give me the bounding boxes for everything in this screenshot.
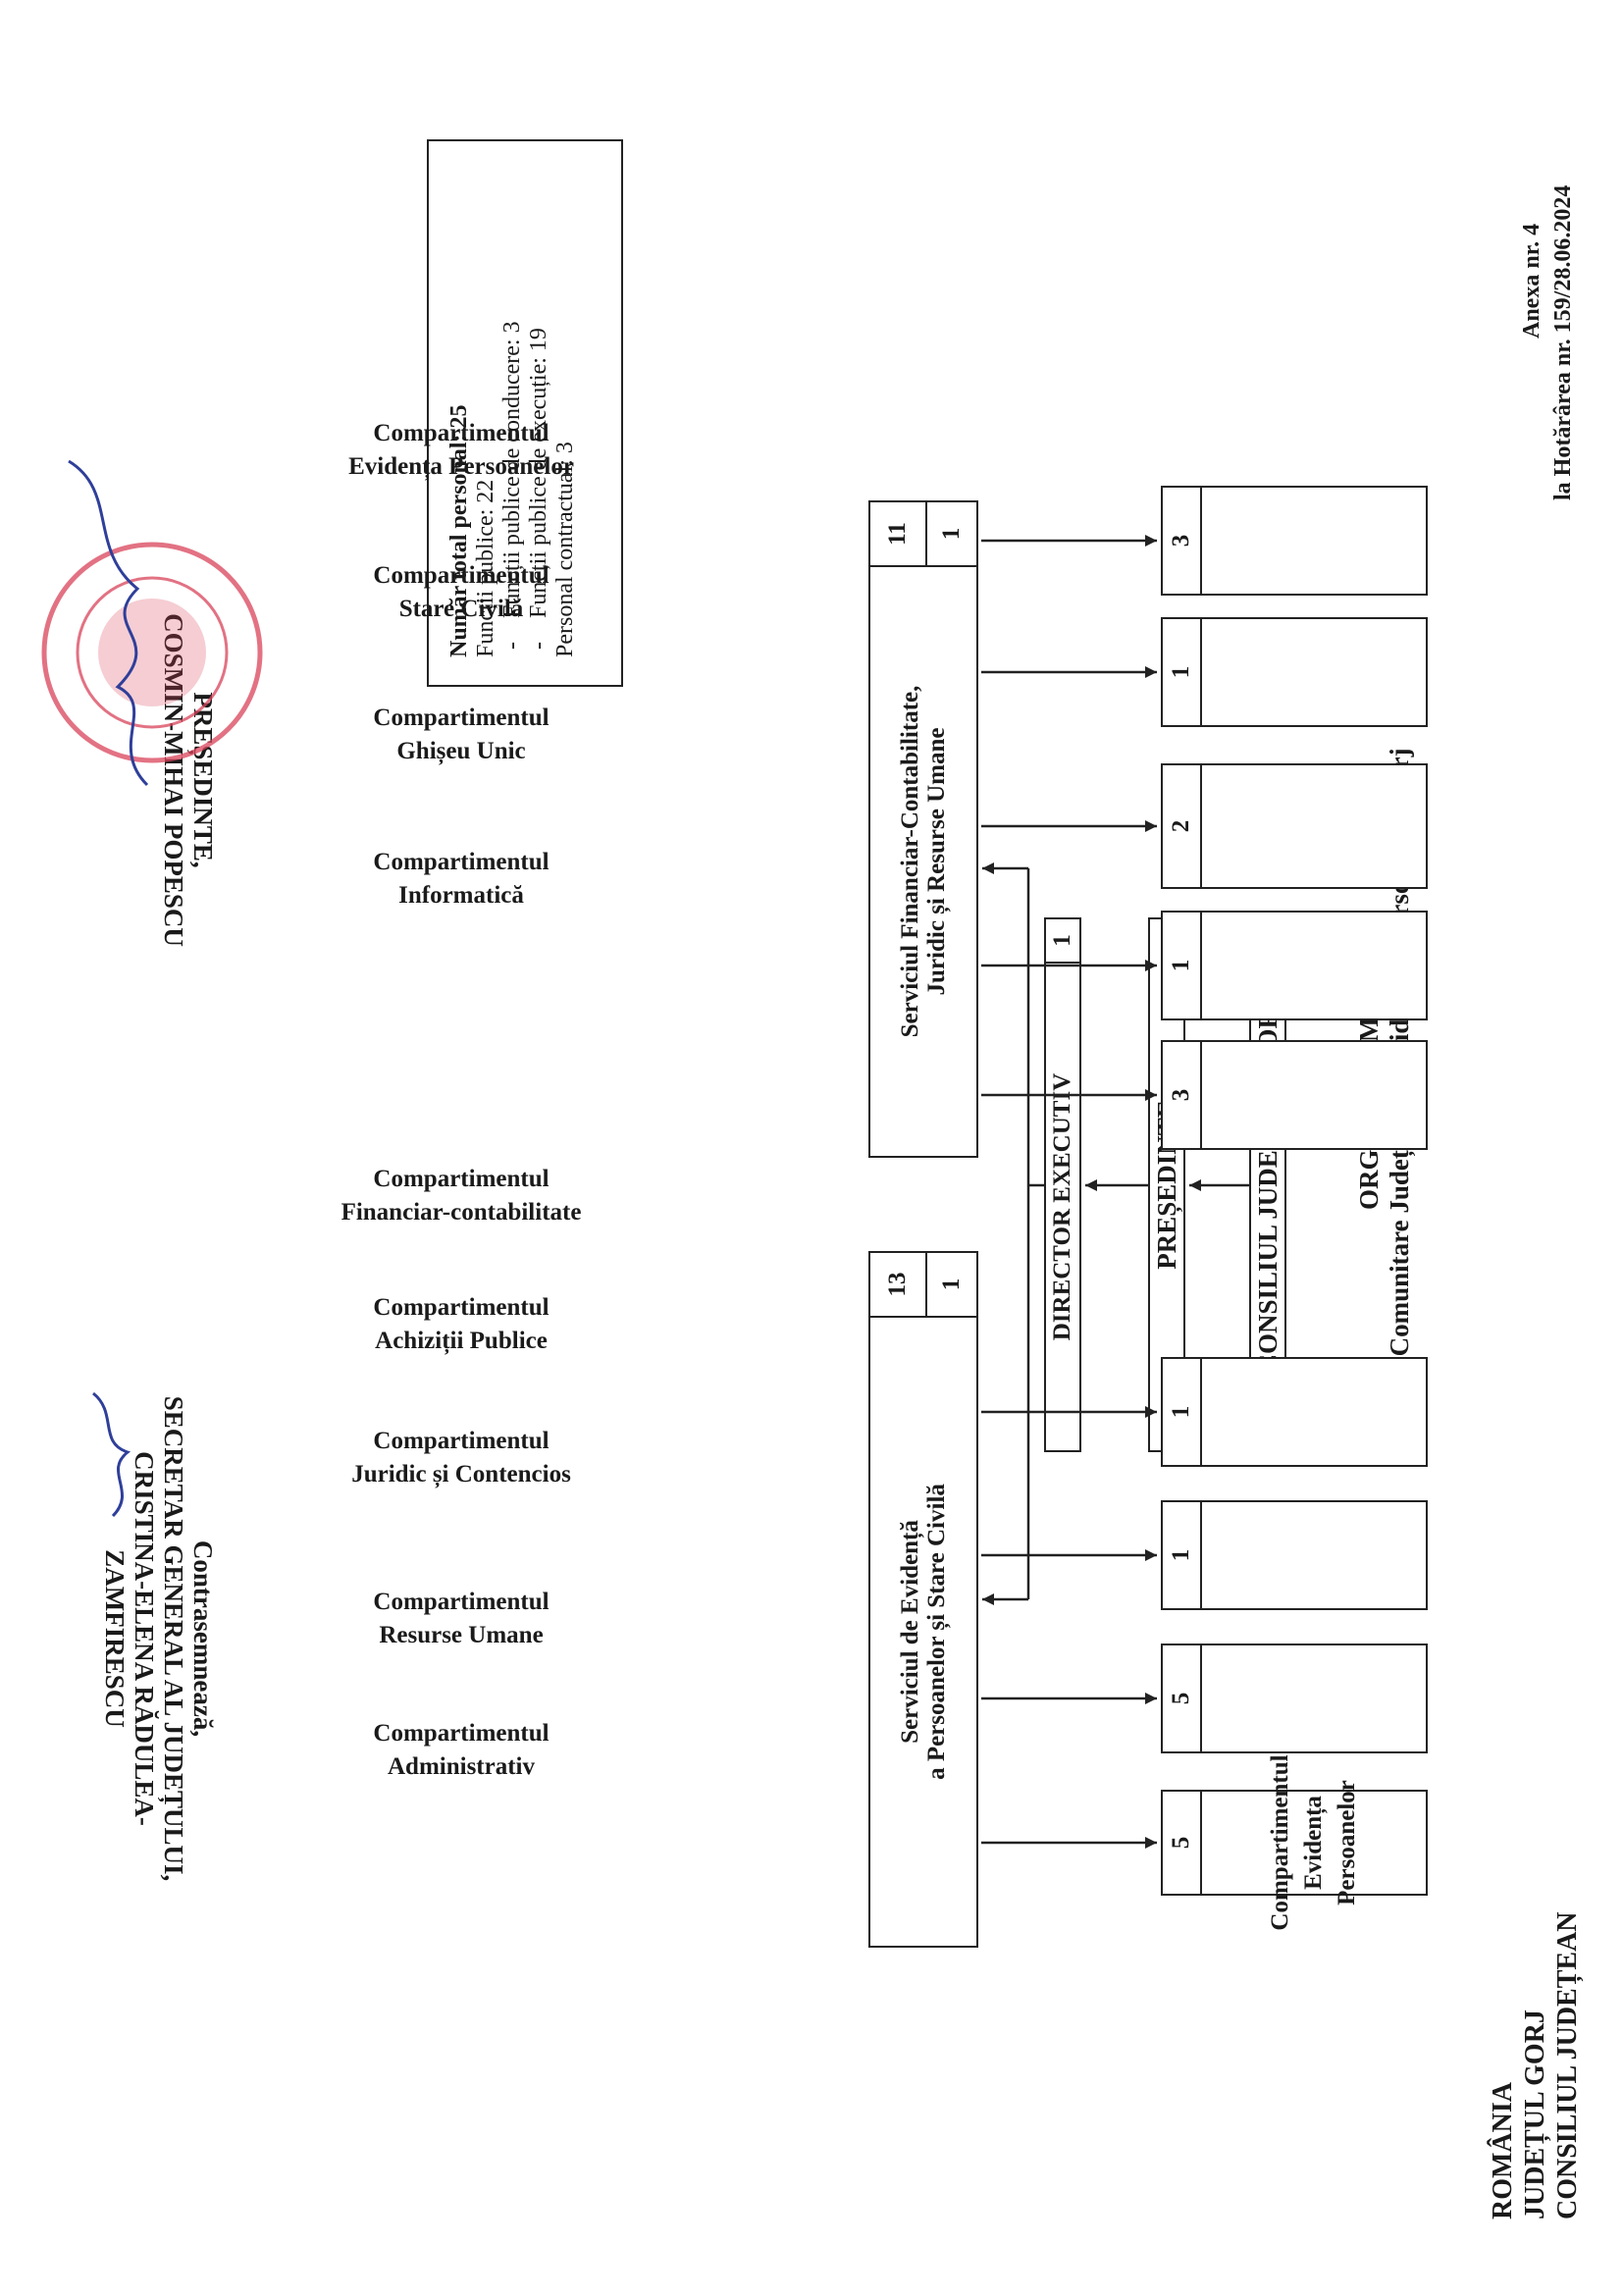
department-line1: Compartimentul: [373, 420, 550, 446]
department-line1: Compartimentul: [373, 1428, 550, 1454]
department-line2: Informatică: [398, 882, 524, 909]
department-label-achizitii: Compartimentul Achiziții Publice: [289, 1291, 633, 1358]
seal-inner-ring: [76, 576, 229, 729]
department-line2: Administrativ: [388, 1753, 535, 1780]
department-line1: Compartimentul: [373, 704, 550, 731]
department-label-informatica: Compartimentul Informatică: [289, 846, 633, 913]
department-label-stare-civila: Compartimentul Stare Civilă: [289, 559, 633, 626]
department-line1: Compartimentul: [373, 562, 550, 589]
department-label-resurse-umane: Compartimentul Resurse Umane: [289, 1586, 633, 1652]
department-label-evidenta-persoanelor-upright: Compartimentul Evidența Persoanelor: [289, 417, 633, 484]
department-line2: Resurse Umane: [379, 1622, 544, 1648]
secretary-signature-scribble: [92, 1391, 131, 1518]
president-signature-scribble: [68, 459, 149, 787]
department-line1: Compartimentul: [373, 1294, 550, 1321]
seal-outer-ring: [41, 542, 263, 763]
department-line2: Ghișeu Unic: [396, 738, 526, 764]
department-line1: Compartimentul: [373, 1589, 550, 1615]
department-line2: Juridic și Contencios: [351, 1461, 571, 1487]
department-line1: Compartimentul: [373, 849, 550, 875]
department-label-administrativ: Compartimentul Administrativ: [289, 1717, 633, 1784]
department-line2: Financiar-contabilitate: [340, 1199, 582, 1226]
department-line2: Achiziții Publice: [375, 1328, 548, 1354]
department-label-juridic: Compartimentul Juridic și Contencios: [289, 1425, 633, 1491]
department-line2: Evidența Persoanelor: [348, 453, 574, 480]
department-line2: Stare Civilă: [398, 596, 524, 622]
seal-center: [98, 599, 206, 706]
department-label-ghiseu-unic: Compartimentul Ghișeu Unic: [289, 702, 633, 768]
department-line1: Compartimentul: [373, 1166, 550, 1192]
department-line1: Compartimentul: [373, 1720, 550, 1747]
department-label-financiar-contabilitate: Compartimentul Financiar-contabilitate: [289, 1163, 633, 1229]
